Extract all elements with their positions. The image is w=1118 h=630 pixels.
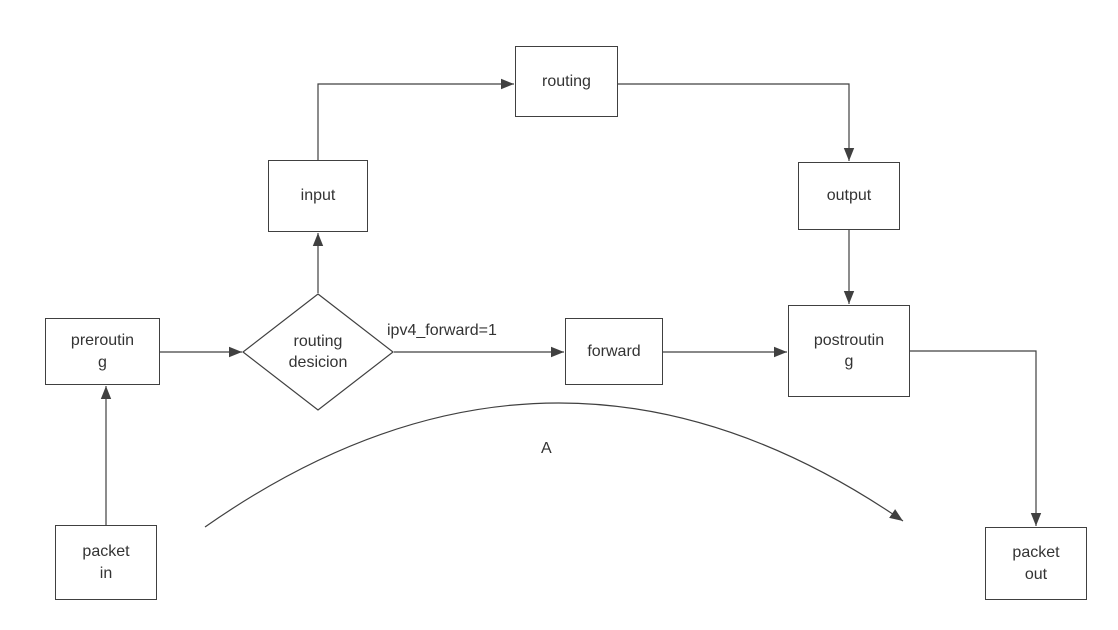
node-output-label: output xyxy=(826,187,872,205)
node-packet-in: packet in xyxy=(55,525,157,600)
node-output: output xyxy=(798,162,900,230)
node-input: input xyxy=(268,160,368,232)
node-routing-decision-label: routing desicion xyxy=(288,332,348,371)
node-prerouting: prerouting xyxy=(45,318,160,385)
edge-label-ipv4-forward: ipv4_forward=1 xyxy=(387,322,497,339)
edge-routing-output xyxy=(618,83,855,161)
edge-label-a: A xyxy=(541,440,552,457)
node-forward: forward xyxy=(565,318,663,385)
routing-decision-diamond xyxy=(242,293,394,411)
node-routing-label: routing xyxy=(542,72,591,90)
edge-input-routing xyxy=(317,78,514,160)
node-input-label: input xyxy=(300,187,336,205)
node-packet-out: packet out xyxy=(985,527,1087,600)
edge-curve-a xyxy=(204,402,904,528)
edge-postrouting-packetout xyxy=(910,350,1042,526)
node-postrouting: postrouting xyxy=(788,305,910,397)
node-routing-decision: routing desicion xyxy=(258,320,378,384)
node-prerouting-label: prerouting xyxy=(70,332,135,371)
node-packet-out-label: packet out xyxy=(1012,544,1060,583)
node-forward-label: forward xyxy=(587,342,641,360)
node-postrouting-label: postrouting xyxy=(813,331,885,370)
node-routing: routing xyxy=(515,46,618,117)
node-packet-in-label: packet in xyxy=(82,543,130,582)
